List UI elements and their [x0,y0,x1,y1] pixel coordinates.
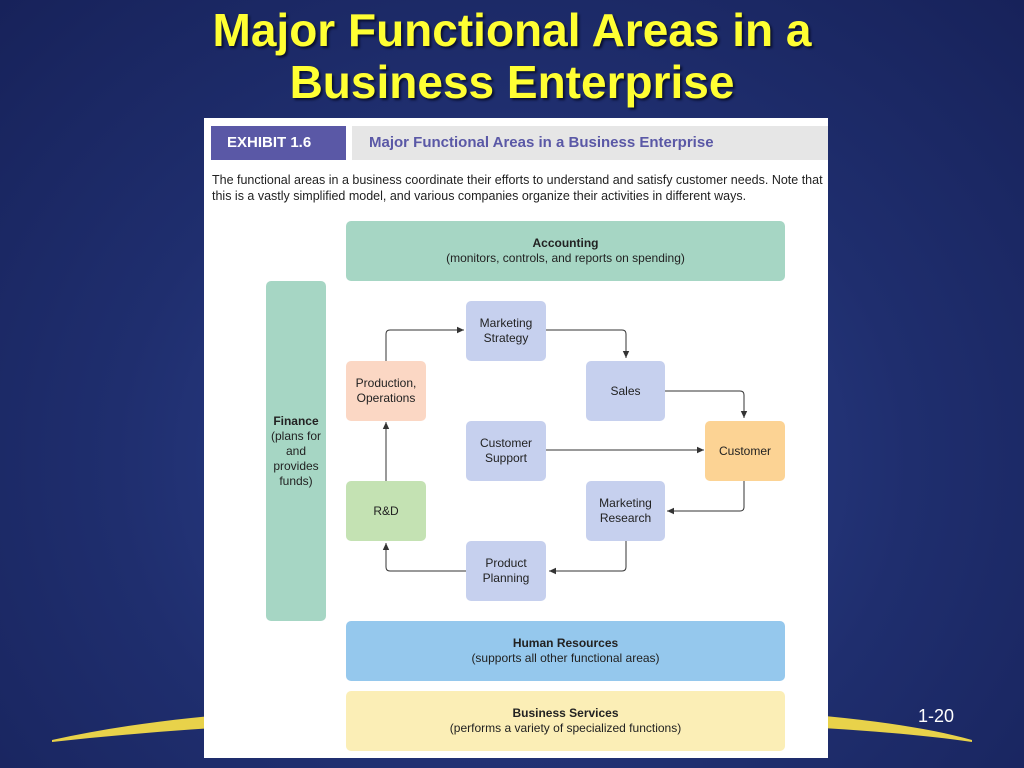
slide-title-line-2: Business Enterprise [289,56,735,108]
production-line-2: Operations [356,391,416,405]
customer-label: Customer [718,443,771,458]
arrow-customer-to-marketing-research [667,480,745,515]
finance-title: Finance [273,413,319,428]
accounting-description: (monitors, controls, and reports on spen… [446,251,685,265]
arrow-product-planning-to-rnd [382,543,466,572]
accounting-box: Accounting (monitors, controls, and repo… [346,221,785,281]
exhibit-header-separator [346,126,352,160]
business-services-title: Business Services [512,706,619,720]
marketing-research-line-2: Research [599,511,652,525]
finance-box: Finance (plans for and provides funds) [266,281,326,621]
business-services-box: Business Services (performs a variety of… [346,691,785,751]
arrow-marketing-strategy-to-sales [546,329,630,358]
human-resources-title: Human Resources [512,636,619,650]
production-operations-box: Production, Operations [346,361,426,421]
arrow-sales-to-customer [665,390,748,418]
customer-support-line-1: Customer [479,436,532,450]
exhibit-label: EXHIBIT 1.6 [211,126,346,160]
business-services-description: (performs a variety of specialized funct… [449,721,682,735]
arrow-production-to-marketing-strategy [385,326,464,361]
rnd-box: R&D [346,481,426,541]
human-resources-box: Human Resources (supports all other func… [346,621,785,681]
product-planning-line-2: Planning [482,571,530,585]
product-planning-line-1: Product [485,556,527,570]
marketing-strategy-line-2: Strategy [483,331,529,345]
finance-description: (plans for and provides funds) [270,428,322,488]
sales-label: Sales [610,383,641,398]
slide-title: Major Functional Areas in a Business Ent… [0,4,1024,108]
marketing-research-line-1: Marketing [599,496,652,510]
exhibit-figure: EXHIBIT 1.6 Major Functional Areas in a … [204,118,828,758]
human-resources-description: (supports all other functional areas) [471,651,660,665]
flow-arrows [382,326,748,575]
accounting-title: Accounting [532,236,599,250]
marketing-strategy-box: Marketing Strategy [466,301,546,361]
production-line-1: Production, [355,376,417,390]
exhibit-title: Major Functional Areas in a Business Ent… [369,134,714,151]
sales-box: Sales [586,361,665,421]
marketing-strategy-line-1: Marketing [479,316,533,330]
rnd-label: R&D [373,503,399,518]
marketing-research-box: Marketing Research [586,481,665,541]
customer-support-box: Customer Support [466,421,546,481]
page-number: 1-20 [918,706,955,726]
customer-box: Customer [705,421,785,481]
exhibit-header: EXHIBIT 1.6 Major Functional Areas in a … [211,126,828,160]
customer-support-line-2: Support [484,451,528,465]
product-planning-box: Product Planning [466,541,546,601]
arrow-marketing-research-to-product-planning [549,541,627,575]
exhibit-caption: The functional areas in a business coord… [212,173,823,203]
slide-title-line-1: Major Functional Areas in a [212,4,812,56]
